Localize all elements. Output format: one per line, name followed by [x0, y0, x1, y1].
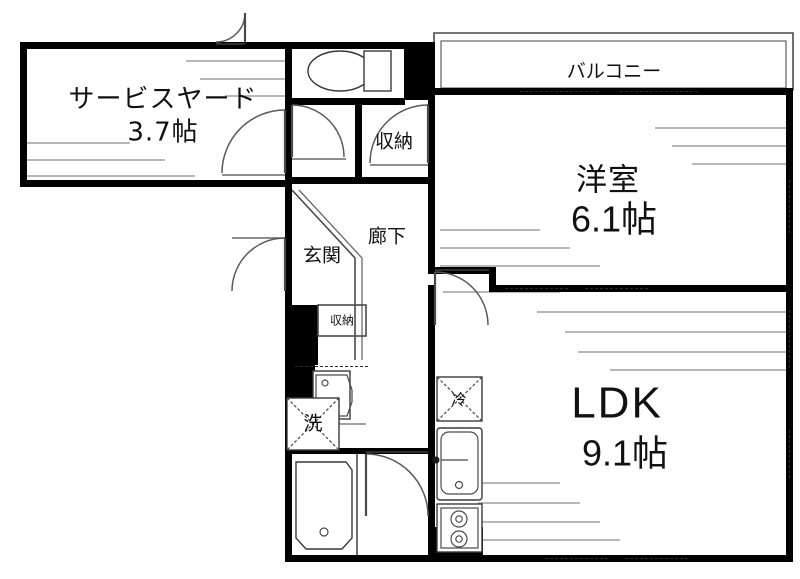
washing-machine-fixture: 洗 — [286, 397, 340, 451]
door-bathroom — [364, 451, 429, 517]
window-markers — [295, 90, 791, 560]
bathtub-fixture — [295, 461, 353, 550]
hallway-label: 廊下 — [368, 226, 406, 248]
refrigerator-fixture: 冷 — [436, 376, 483, 422]
gas-stove-fixture — [436, 503, 483, 553]
bedroom-area: 6.1帖 — [571, 199, 657, 240]
door-service-yard-right — [221, 109, 287, 176]
laundry-label: 洗 — [303, 413, 322, 435]
closet-lower-label: 収納 — [330, 314, 354, 328]
toilet-fixture — [307, 50, 392, 92]
balcony-label: バルコニー — [567, 61, 662, 83]
door-toilet — [290, 104, 346, 160]
closet-upper-label: 収納 — [375, 131, 413, 153]
door-service-yard-top — [215, 12, 247, 45]
service-yard-area: 3.7帖 — [127, 118, 198, 148]
kitchen-sink-fixture — [432, 427, 483, 501]
door-entrance — [231, 237, 287, 292]
door-bedroom — [433, 269, 489, 326]
door-closet-upper — [369, 104, 430, 166]
ldk-name: LDK — [571, 379, 663, 428]
interior-partitions — [291, 189, 367, 555]
service-yard-name: サービスヤード — [68, 85, 257, 115]
hairline-guides — [22, 60, 792, 541]
refrigerator-label: 冷 — [451, 391, 466, 409]
entrance-label: 玄関 — [303, 245, 341, 267]
ldk-area: 9.1帖 — [582, 433, 668, 474]
bedroom-name: 洋室 — [576, 163, 640, 199]
